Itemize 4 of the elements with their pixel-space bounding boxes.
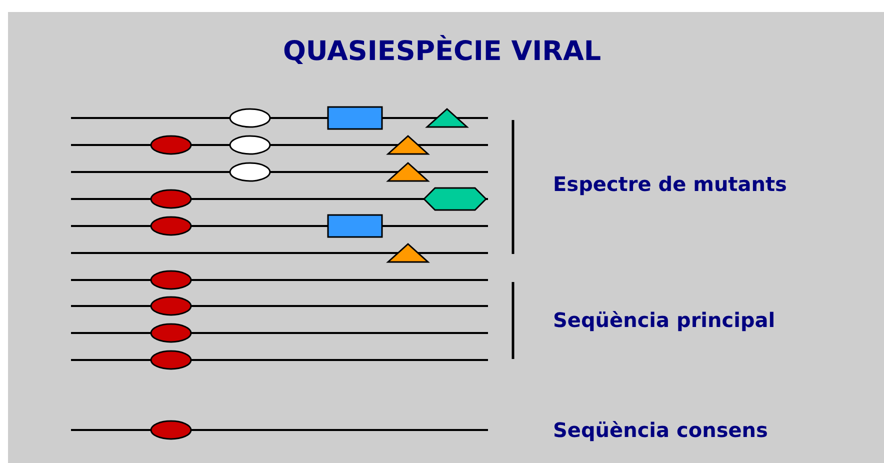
title: QUASIESPÈCIE VIRAL [282, 36, 602, 67]
group-label: Seqüència consens [553, 418, 768, 442]
group-label: Espectre de mutants [553, 172, 787, 196]
group-label: Seqüència principal [553, 308, 776, 332]
